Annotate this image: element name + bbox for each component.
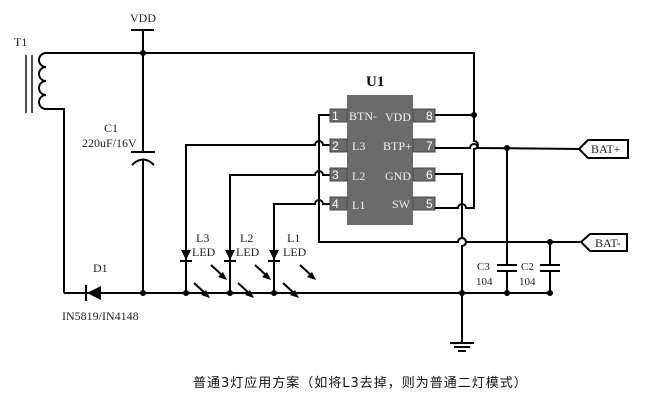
junction-dot <box>227 290 233 296</box>
bat-plus-label: BAT+ <box>591 142 621 156</box>
pin-number: 8 <box>426 109 433 123</box>
c2-value-label: 104 <box>519 276 536 288</box>
c1-ref-label: C1 <box>104 121 118 135</box>
transformer-t1: T1 <box>14 35 47 113</box>
vdd-label: VDD <box>130 11 156 25</box>
pin-number: 4 <box>332 197 339 211</box>
ic-body <box>347 95 413 225</box>
pin-name: GND <box>385 169 411 183</box>
diagram-caption: 普通3灯应用方案（如将L3去掉，则为普通二灯模式） <box>193 376 528 391</box>
led-l3: L3 LED <box>180 231 216 262</box>
capacitor-c3: C3 104 <box>476 148 517 293</box>
transformer-label: T1 <box>14 35 27 49</box>
junction-dot <box>271 290 277 296</box>
ic-u1: U1 1 BTN- 2 L3 3 L2 4 L1 8 VDD 7 BTP+ 6 … <box>329 74 436 225</box>
capacitor-c2: C2 104 <box>519 242 560 293</box>
vdd-symbol: VDD <box>130 11 156 53</box>
wire-vdd-sw <box>467 115 479 209</box>
c3-ref-label: C3 <box>477 261 490 273</box>
junction-dot <box>459 290 465 296</box>
pin-name: VDD <box>385 110 411 124</box>
pin-1 <box>329 108 348 123</box>
junction-dot <box>140 290 146 296</box>
light-arrows <box>193 264 316 298</box>
l3-ref-label: L3 <box>196 231 209 245</box>
t1-lower-lead <box>46 108 65 293</box>
wire-bat-plus <box>435 143 581 150</box>
d1-ref-label: D1 <box>93 261 108 275</box>
led-icon <box>181 250 191 260</box>
c3-value-label: 104 <box>476 276 493 288</box>
pin-name: L2 <box>352 169 365 183</box>
pin-number: 3 <box>332 168 339 182</box>
wire-l3 <box>185 140 332 293</box>
l2-type-label: LED <box>236 245 260 259</box>
port-bat-minus: BAT- <box>579 233 628 252</box>
wire-pin5 <box>435 203 474 209</box>
ground-icon <box>450 342 474 352</box>
pin-name: L1 <box>352 198 365 212</box>
wire-gnd <box>435 173 467 343</box>
pin-name: BTP+ <box>383 139 412 153</box>
pin-number: 6 <box>426 168 433 182</box>
bat-minus-label: BAT- <box>595 236 621 250</box>
junction-dot <box>547 290 553 296</box>
pin-4 <box>329 196 348 211</box>
junction-dot <box>504 290 510 296</box>
pin-number: 7 <box>426 139 433 153</box>
led-icon <box>269 250 279 260</box>
pin-number: 1 <box>332 109 339 123</box>
c1-value-label: 220uF/16V <box>82 136 137 150</box>
led-l1: L1 LED <box>268 231 307 262</box>
l3-type-label: LED <box>192 245 216 259</box>
pin-7 <box>412 138 436 153</box>
led-l2: L2 LED <box>224 231 260 262</box>
pin-5 <box>412 196 436 211</box>
vdd-rail <box>46 52 475 117</box>
led-icon <box>225 250 235 260</box>
port-bat-plus: BAT+ <box>577 139 629 159</box>
pin-name: L3 <box>352 139 365 153</box>
pin-name: SW <box>392 197 411 211</box>
junction-dot <box>183 290 189 296</box>
junction-dot <box>547 239 553 245</box>
pin-number: 5 <box>426 197 433 211</box>
diode-d1: D1 IN5819/IN4148 <box>62 261 139 323</box>
pin-2 <box>329 138 348 153</box>
pin-name: BTN- <box>349 109 377 123</box>
l1-ref-label: L1 <box>287 231 300 245</box>
l1-type-label: LED <box>283 245 307 259</box>
pin-3 <box>329 167 348 182</box>
diode-triangle-icon <box>87 286 101 300</box>
c2-ref-label: C2 <box>521 261 534 273</box>
l2-ref-label: L2 <box>240 231 253 245</box>
pin-number: 2 <box>332 139 339 153</box>
capacitor-c1: C1 220uF/16V <box>82 53 155 293</box>
d1-part-label: IN5819/IN4148 <box>62 309 139 323</box>
ic-ref-label: U1 <box>366 74 384 90</box>
